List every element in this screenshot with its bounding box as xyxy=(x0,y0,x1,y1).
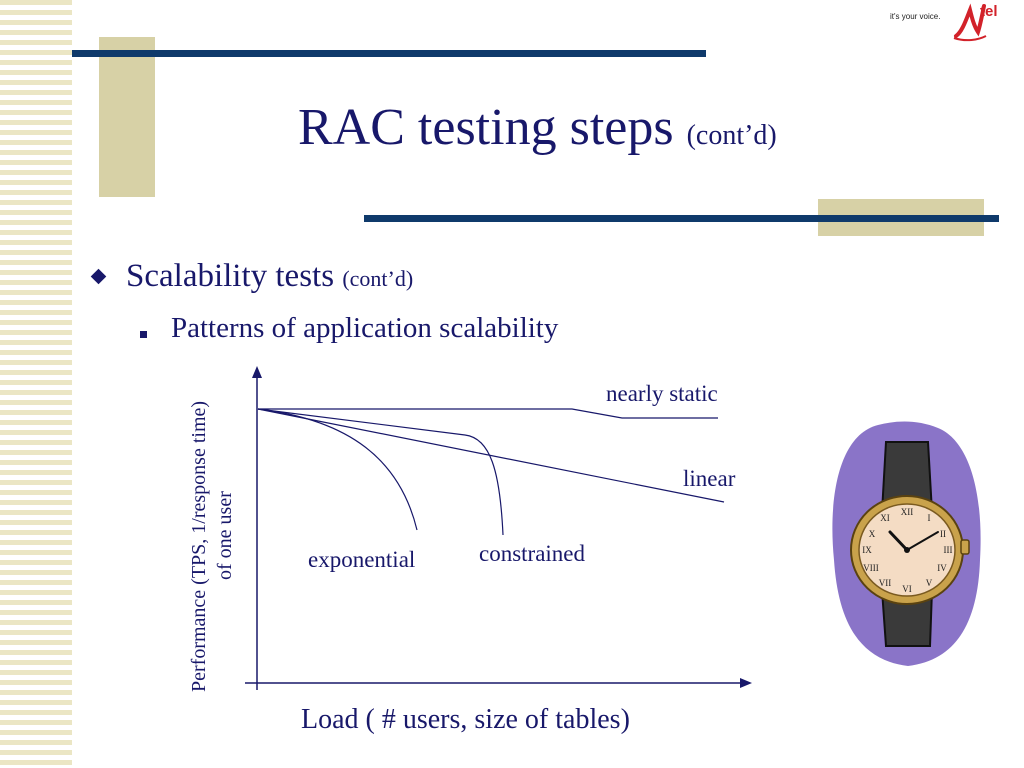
logo-m-swoosh-icon xyxy=(953,3,987,42)
bullet-level1-text: Scalability tests xyxy=(126,258,335,294)
logo-tagline: it's your voice. xyxy=(890,12,941,21)
svg-text:VI: VI xyxy=(902,584,912,594)
y-axis-arrow-icon xyxy=(252,366,262,378)
label-constrained: constrained xyxy=(479,541,586,566)
square-bullet-icon xyxy=(140,331,147,338)
svg-text:I: I xyxy=(928,513,931,523)
top-rule xyxy=(72,50,706,57)
slide-title: RAC testing steps (cont’d) xyxy=(298,98,777,157)
left-stripe-decoration xyxy=(0,0,72,768)
mtel-logo: it's your voice. tel xyxy=(888,2,1024,42)
curve-constrained xyxy=(257,408,504,536)
logo-brand-text: tel xyxy=(980,3,998,20)
x-axis-arrow-icon xyxy=(740,678,752,688)
svg-text:XI: XI xyxy=(880,513,890,523)
curve-linear xyxy=(257,408,725,503)
curve-nearly-static xyxy=(258,408,718,419)
svg-text:X: X xyxy=(869,529,876,539)
curve-exponential xyxy=(257,408,418,531)
svg-text:II: II xyxy=(940,529,946,539)
svg-text:III: III xyxy=(944,545,953,555)
svg-text:XII: XII xyxy=(901,507,914,517)
label-exponential: exponential xyxy=(308,547,415,572)
bottom-rule xyxy=(364,215,999,222)
tan-block-left xyxy=(99,37,155,197)
bullet-level1-suffix: (cont’d) xyxy=(342,266,414,291)
bullet-level1: Scalability tests (cont’d) xyxy=(126,258,413,295)
wristwatch-icon: XII I II III IV V VI VII VIII IX X XI xyxy=(832,421,981,666)
label-nearly-static: nearly static xyxy=(606,381,718,406)
svg-text:VIII: VIII xyxy=(863,563,879,573)
svg-text:VII: VII xyxy=(879,578,892,588)
slide-title-main: RAC testing steps xyxy=(298,99,674,156)
x-axis-label: Load ( # users, size of tables) xyxy=(301,704,630,735)
label-linear: linear xyxy=(683,466,736,491)
slide-title-suffix: (cont’d) xyxy=(686,120,777,151)
bullet-level2-text: Patterns of application scalability xyxy=(171,312,559,344)
y-axis-label-line1: Performance (TPS, 1/response time) xyxy=(188,401,210,692)
svg-text:V: V xyxy=(926,578,933,588)
svg-text:IX: IX xyxy=(862,545,872,555)
y-axis-label-line2: of one user xyxy=(214,491,236,580)
svg-text:IV: IV xyxy=(937,563,947,573)
